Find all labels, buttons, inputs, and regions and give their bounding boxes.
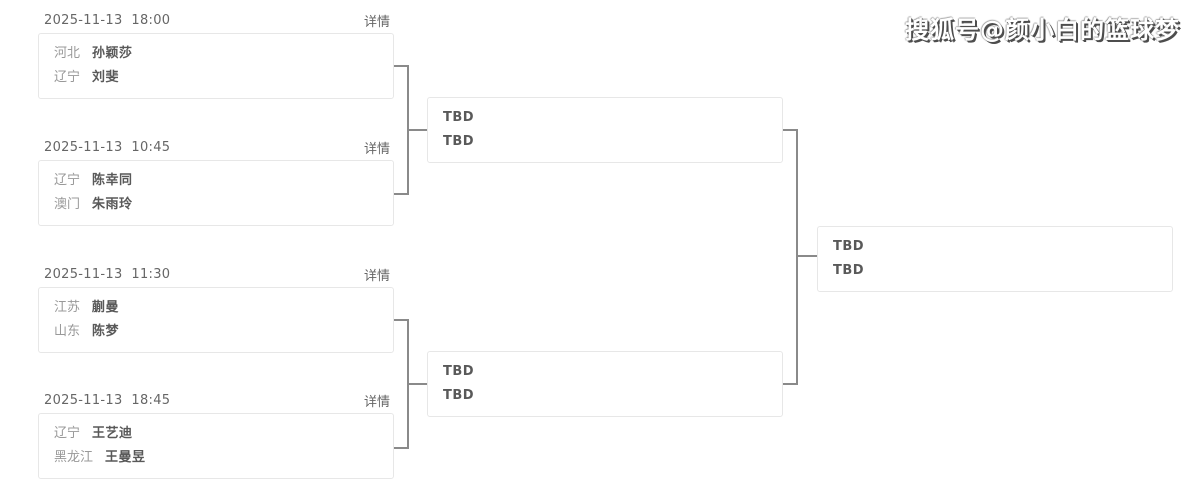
player-row: TBD [443, 109, 767, 127]
player-row: TBD [833, 238, 1157, 256]
player-name: 孙颖莎 [92, 45, 133, 61]
player-region: 山东 [54, 324, 81, 340]
player-row: TBD [443, 387, 767, 405]
player-row: 江苏 蒯曼 [54, 299, 378, 317]
details-link[interactable]: 详情 [363, 15, 390, 30]
match-4-header: 2025-11-13 18:45 详情 [38, 393, 394, 410]
player-name: 陈幸同 [92, 172, 133, 188]
player-row: 黑龙江 王曼昱 [54, 449, 378, 467]
player-row: 辽宁 刘斐 [54, 69, 378, 87]
player-row: 澳门 朱雨玲 [54, 196, 378, 214]
details-link[interactable]: 详情 [363, 269, 390, 284]
semifinal-2: TBD TBD [427, 351, 783, 417]
player-region: 辽宁 [54, 70, 81, 86]
match-datetime: 2025-11-13 11:30 [44, 267, 171, 282]
player-row: 山东 陈梦 [54, 323, 378, 341]
match-card[interactable]: TBD TBD [427, 97, 783, 163]
player-row: 辽宁 王艺迪 [54, 425, 378, 443]
player-region: 江苏 [54, 299, 81, 315]
bracket-connector-final-stub [796, 255, 817, 257]
player-name: TBD [833, 263, 865, 279]
player-name: 王曼昱 [105, 450, 146, 466]
match-2: 2025-11-13 10:45 详情 辽宁 陈幸同 澳门 朱雨玲 [38, 140, 394, 226]
match-2-header: 2025-11-13 10:45 详情 [38, 140, 394, 157]
player-name: TBD [833, 238, 865, 254]
match-card[interactable]: 河北 孙颖莎 辽宁 刘斐 [38, 33, 394, 99]
player-name: 陈梦 [92, 324, 120, 340]
player-name: TBD [443, 363, 475, 379]
match-card[interactable]: 辽宁 陈幸同 澳门 朱雨玲 [38, 160, 394, 226]
player-row: 河北 孙颖莎 [54, 45, 378, 63]
match-card[interactable]: 江苏 蒯曼 山东 陈梦 [38, 287, 394, 353]
player-name: 蒯曼 [92, 299, 120, 315]
player-region: 黑龙江 [54, 450, 94, 466]
details-link[interactable]: 详情 [363, 142, 390, 157]
match-3-header: 2025-11-13 11:30 详情 [38, 267, 394, 284]
watermark-text: 搜狐号@颜小白的篮球梦 [905, 16, 1180, 44]
match-4: 2025-11-13 18:45 详情 辽宁 王艺迪 黑龙江 王曼昱 [38, 393, 394, 479]
player-name: TBD [443, 134, 475, 150]
semifinal-1: TBD TBD [427, 97, 783, 163]
details-link[interactable]: 详情 [363, 395, 390, 410]
player-name: 王艺迪 [92, 425, 133, 441]
final-match: TBD TBD [817, 226, 1173, 292]
player-region: 辽宁 [54, 172, 81, 188]
player-region: 河北 [54, 45, 81, 61]
match-datetime: 2025-11-13 18:00 [44, 13, 171, 28]
match-1-header: 2025-11-13 18:00 详情 [38, 13, 394, 30]
player-row: TBD [443, 133, 767, 151]
player-name: 刘斐 [92, 70, 120, 86]
match-card[interactable]: TBD TBD [427, 351, 783, 417]
bracket-connector-top-stub [407, 129, 427, 131]
player-name: TBD [443, 388, 475, 404]
player-row: TBD [443, 363, 767, 381]
match-card[interactable]: 辽宁 王艺迪 黑龙江 王曼昱 [38, 413, 394, 479]
player-row: 辽宁 陈幸同 [54, 172, 378, 190]
bracket-connector-final [783, 129, 798, 385]
match-1: 2025-11-13 18:00 详情 河北 孙颖莎 辽宁 刘斐 [38, 13, 394, 99]
player-name: 朱雨玲 [92, 197, 133, 213]
player-region: 辽宁 [54, 425, 81, 441]
bracket-connector-bottom-stub [407, 383, 427, 385]
match-datetime: 2025-11-13 10:45 [44, 140, 171, 155]
match-datetime: 2025-11-13 18:45 [44, 393, 171, 408]
player-row: TBD [833, 262, 1157, 280]
match-card[interactable]: TBD TBD [817, 226, 1173, 292]
player-name: TBD [443, 109, 475, 125]
match-3: 2025-11-13 11:30 详情 江苏 蒯曼 山东 陈梦 [38, 267, 394, 353]
player-region: 澳门 [54, 197, 81, 213]
